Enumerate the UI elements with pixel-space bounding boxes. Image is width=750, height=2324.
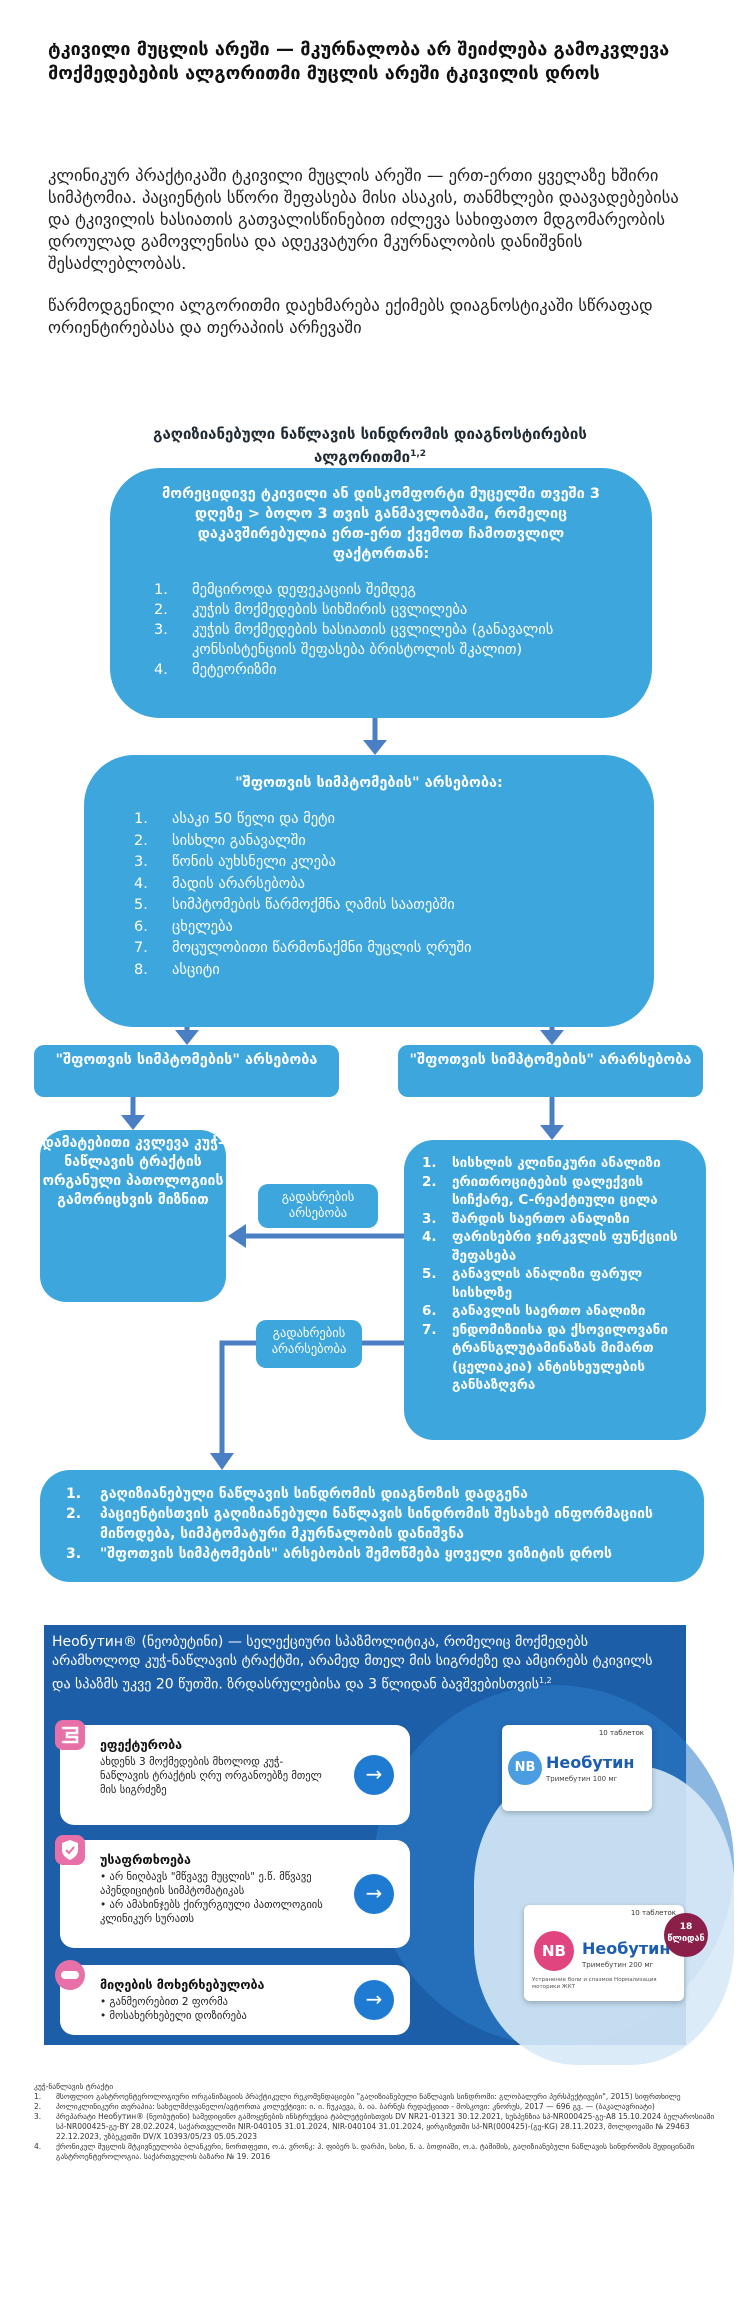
list-item: 3.კუჭის მოქმედების ხასიათის ცვლილება (გა… [154,622,554,658]
convenience-title: მიღების მოხერხებულობა [100,1977,265,1992]
age-badge: 18 წლიდან [664,1913,708,1957]
convenience-text: • განმეორებით 2 ფორმა • მოსახერხებელი დო… [100,1995,328,2023]
list-item: 4.ქრონიკულ მუცლის მტკივნეულობა ბლანკერი,… [34,2142,695,2161]
algorithm-title-ref: 1,2 [410,449,427,459]
list-item: 2.პაციენტისთვის გაღიზიანებული ნაწლავის ს… [66,1506,653,1542]
list-item: • არ ნიღბავს "მწვავე მუცლის" ე.წ. მწვავე… [100,1871,312,1897]
nb-logo: NB [508,1751,542,1785]
title-line-1: ტკივილი მუცლის არეში — მკურნალობა არ შეი… [48,39,670,60]
list-item: 4.მეტეორიზმი [154,662,277,678]
arrow-right-icon[interactable]: → [354,1755,394,1795]
list-item: • განმეორებით 2 ფორმა [100,1996,228,2008]
extra-tests-box: დამატებითი კვლევა კუჭ-ნაწლავის ტრაქტის ო… [40,1130,226,1302]
convenience-card[interactable]: მიღების მოხერხებულობა • განმეორებით 2 ფო… [55,1960,410,2035]
final-steps-list: 1.გაღიზიანებული ნაწლავის სინდრომის დიაგნ… [66,1484,678,1564]
references: კუჭ-ნაწლავის ტრაქტი 1.მსოფლიო გასტროენტე… [34,2082,724,2162]
intestine-icon [55,1720,85,1750]
lab-tests-box: 1.სისხლის კლინიკური ანალიზი 2.ერითროციტე… [404,1140,706,1440]
pill-icon [55,1960,85,1990]
list-item: 2.კუჭის მოქმედების სიხშირის ცვლილება [154,602,468,618]
criteria-list: 1.მემციროდა დეფეკაციის შემდეგ 2.კუჭის მო… [154,580,608,680]
intro-paragraph-2: წარმოდგენილი ალგორითმი დაეხმარება ექიმებ… [48,296,653,337]
efficacy-text: ახდენს 3 მოქმედების მხოლოდ კუჭ-ნაწლავის … [100,1756,322,1796]
alarm-symptoms-box: "შფოთვის სიმპტომების" არსებობა: 1.ასაკი … [84,755,654,1027]
safety-card[interactable]: უსაფრთხოება • არ ნიღბავს "მწვავე მუცლის"… [55,1835,410,1948]
product-name: Необутин [546,1753,635,1772]
list-item: 7.მოცულობითი წარმონაქმნი მუცლის ღრუში [134,940,472,956]
promo-text: Необутин® (ნეობუტინი) — სელექციური სპაზმ… [52,1634,653,1693]
list-item: 3.წონის აუხსნელი კლება [134,854,336,870]
arrow-right-icon[interactable]: → [354,1980,394,2020]
alarm-present-box: "შფოთვის სიმპტომების" არსებობა [34,1045,339,1097]
list-item: 3.პრეპარატი Необутин® (ნეობუტინი) სამედი… [34,2112,715,2141]
list-item: 3."შფოთვის სიმპტომების" არსებობის შემოწმ… [66,1546,612,1562]
alarm-symptoms-list: 1.ასაკი 50 წელი და მეტი 2.სისხლი განავალ… [134,809,604,981]
list-item: 4.მადის არარსებობა [134,875,306,892]
deviation-absent-label: გადახრების არარსებობა [256,1320,362,1368]
list-item: 8.ასციტი [134,961,220,978]
list-item: 3.შარდის საერთო ანალიზი [422,1210,630,1227]
list-item: 1.სისხლის კლინიკური ანალიზი [422,1155,661,1171]
algorithm-title: გაღიზიანებული ნაწლავის სინდრომის დიაგნოს… [110,424,630,467]
list-item: 2.ერითროციტების დალექვის სიჩქარე, C-რეაქ… [422,1173,658,1209]
algorithm-title-text: გაღიზიანებული ნაწლავის სინდრომის დიაგნოს… [153,425,587,466]
list-item: 7.ენდომიზიისა და ქსოვილოვანი ტრანსგლუტამ… [422,1321,668,1394]
page-title: ტკივილი მუცლის არეში — მკურნალობა არ შეი… [48,38,708,86]
product-description: Устранение боли и спазмов Нормализация м… [532,1977,657,1990]
product-dose: Тримебутин 200 мг [582,1961,654,1969]
efficacy-card[interactable]: ეფექტურობა ახდენს 3 მოქმედების მხოლოდ კუ… [55,1720,410,1825]
safety-text: • არ ნიღბავს "მწვავე მუცლის" ე.წ. მწვავე… [100,1870,328,1926]
shield-icon [55,1835,85,1865]
product-promo-banner: Необутин® (ნეობუტინი) — სელექციური სპაზმ… [44,1625,734,2065]
nb-logo: NB [534,1931,574,1971]
intro-paragraph-1: კლინიკურ პრაქტიკაში ტკივილი მუცლის არეში… [48,166,679,273]
list-item: 1.მსოფლიო გასტროენტეროლოგიური ორგანიზაცი… [34,2092,681,2101]
list-item: 6.განავლის საერთო ანალიზი [422,1303,646,1319]
lab-tests-list: 1.სისხლის კლინიკური ანალიზი 2.ერითროციტე… [422,1154,688,1395]
product-dose: Тримебутин 100 мг [546,1775,618,1783]
list-item: 2.პოლიკლინიკური თერაპია: სახელმძღვანელო/… [34,2102,655,2111]
title-line-2: მოქმედებების ალგორითმი მუცლის არეში ტკივ… [48,63,600,84]
criteria-box: მორეციდივე ტკივილი ან დისკომფორტი მუცელშ… [110,468,652,718]
list-item: 1.ასაკი 50 წელი და მეტი [134,811,336,827]
alarm-symptoms-header: "შფოთვის სიმპტომების" არსებობა: [235,775,503,791]
safety-title: უსაფრთხოება [100,1852,191,1867]
list-item: 5.სიმპტომების წარმოქმნა ღამის საათებში [134,897,455,913]
list-item: 1.გაღიზიანებული ნაწლავის სინდრომის დიაგნ… [66,1486,528,1502]
alarm-absent-box: "შფოთვის სიმპტომების" არარსებობა [398,1045,703,1097]
list-item: • მოსახერხებელი დოზირება [100,2010,247,2022]
criteria-header: მორეციდივე ტკივილი ან დისკომფორტი მუცელშ… [162,486,600,562]
product-pack-100: 10 таблеток NB Необутин Тримебутин 100 м… [502,1725,652,1811]
list-item: 6.ცხელება [134,918,233,935]
list-item: • არ ამახინჯებს ქირურგიული პათოლოგიის კლ… [100,1899,323,1925]
deviation-present-label: გადახრების არსებობა [258,1184,378,1228]
references-heading: კუჭ-ნაწლავის ტრაქტი [34,2082,114,2091]
intro-text: კლინიკურ პრაქტიკაში ტკივილი მუცლის არეში… [48,165,688,339]
references-list: 1.მსოფლიო გასტროენტეროლოგიური ორგანიზაცი… [34,2092,724,2162]
list-item: 1.მემციროდა დეფეკაციის შემდეგ [154,582,416,598]
arrow-right-icon[interactable]: → [354,1874,394,1914]
final-steps-box: 1.გაღიზიანებული ნაწლავის სინდრომის დიაგნ… [40,1470,704,1582]
efficacy-title: ეფექტურობა [100,1737,183,1752]
product-pack-200: 10 таблеток NB Необутин Тримебутин 200 м… [524,1905,684,2001]
list-item: 5.განავლის ანალიზი ფარულ სისხლზე [422,1266,643,1301]
list-item: 2.სისხლი განავალში [134,832,306,849]
product-name: Необутин [582,1939,671,1958]
list-item: 4.ფარისებრი ჯირკვლის ფუნქციის შეფასება [422,1229,678,1264]
